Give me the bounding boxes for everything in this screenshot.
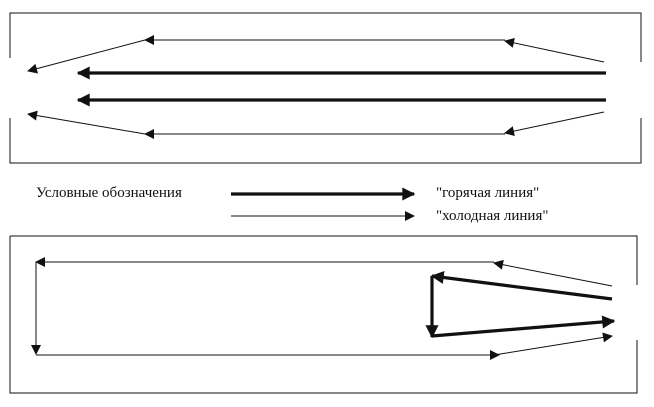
legend-cold-label: "холодная линия" [436,208,548,224]
hot-line-arrow [430,271,613,301]
top-frame [9,118,642,164]
cold-line-arrow [493,332,613,356]
bottom-frame [9,236,638,394]
top-scheme [9,12,642,164]
legend-caption: Условные обозначения [36,185,182,201]
bottom-frame [10,235,638,285]
cold-line-arrow [504,111,605,137]
legend-hot-label: "горячая линия" [436,185,539,201]
hot-line-arrow [431,315,616,338]
cold-line-arrow [27,39,146,74]
cold-line-arrow [493,259,613,287]
cold-line-arrow [27,110,146,135]
cold-line-arrow [504,37,605,63]
bottom-scheme [9,235,638,394]
top-frame [9,12,642,62]
legend: Условные обозначения "горячая линия" "хо… [36,185,548,224]
